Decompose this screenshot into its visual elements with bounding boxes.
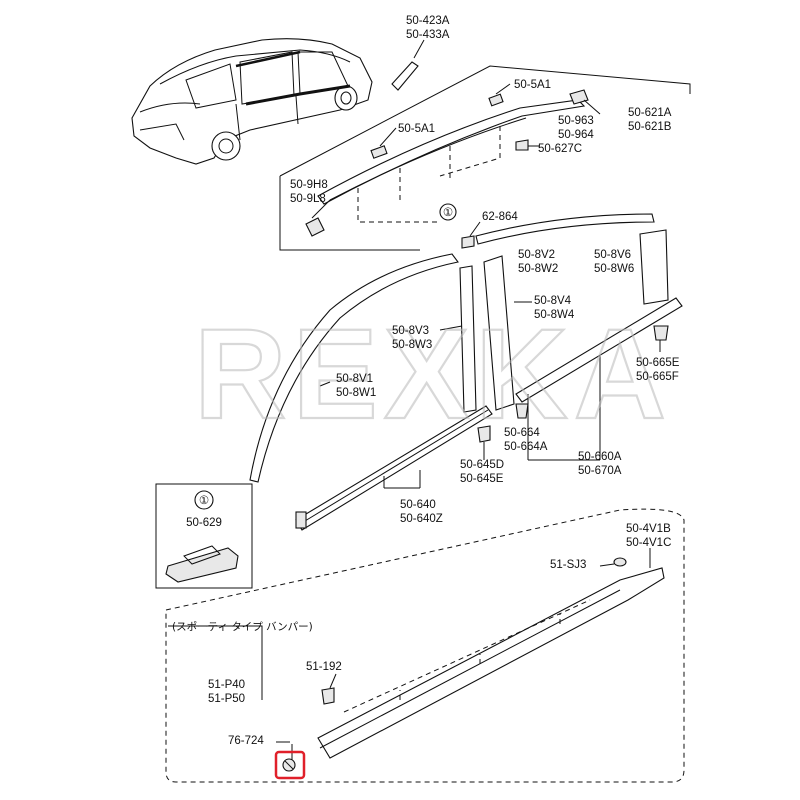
label-50-664: 50-664	[504, 427, 540, 439]
label-50-433a: 50-433A	[406, 29, 450, 41]
label-50-645d: 50-645D	[460, 459, 504, 471]
label-50-660a: 50-660A	[578, 451, 622, 463]
part-76-724-highlight	[274, 750, 306, 780]
label-50-9h8: 50-9H8	[290, 179, 328, 191]
label-50-4v1b: 50-4V1B	[626, 523, 671, 535]
label-51-p40: 51-P40	[208, 679, 245, 691]
callout-1-symbol: ①	[443, 207, 453, 219]
label-76-724: 76-724	[228, 735, 264, 747]
label-50-423a: 50-423A	[406, 15, 450, 27]
label-50-8v2: 50-8V2	[518, 249, 555, 261]
label-50-8w3: 50-8W3	[392, 339, 432, 351]
detail-box-symbol: ①	[199, 495, 209, 507]
label-50-621a: 50-621A	[628, 107, 672, 119]
watermark-text: REXKA	[194, 303, 672, 446]
label-50-665f: 50-665F	[636, 371, 679, 383]
label-50-8v1: 50-8V1	[336, 373, 373, 385]
label-50-627c: 50-627C	[538, 143, 582, 155]
label-50-664a: 50-664A	[504, 441, 548, 453]
label-50-4v1c: 50-4V1C	[626, 537, 671, 549]
label-50-5a1-top: 50-5A1	[514, 79, 551, 91]
label-50-8w2: 50-8W2	[518, 263, 558, 275]
label-50-964: 50-964	[558, 129, 594, 141]
part-50-423a-icon	[391, 61, 419, 91]
car-illustration	[131, 38, 373, 165]
side-sill-panel	[165, 508, 685, 783]
variant-note: (スポーティ タイプ バンパー)	[172, 621, 313, 633]
label-50-8w6: 50-8W6	[594, 263, 634, 275]
label-50-9l8: 50-9L8	[290, 193, 326, 205]
part-62-864-icon	[461, 235, 475, 249]
label-50-8w4: 50-8W4	[534, 309, 575, 321]
window-moldings	[249, 213, 683, 531]
label-50-629: 50-629	[186, 517, 222, 529]
label-50-640: 50-640	[400, 499, 436, 511]
label-50-665e: 50-665E	[636, 357, 680, 369]
label-50-8v3: 50-8V3	[392, 325, 429, 337]
label-50-640z: 50-640Z	[400, 513, 443, 525]
label-50-8v6: 50-8V6	[594, 249, 631, 261]
label-50-8w1: 50-8W1	[336, 387, 376, 399]
label-50-621b: 50-621B	[628, 121, 672, 133]
label-51-p50: 51-P50	[208, 693, 245, 705]
label-51-sj3: 51-SJ3	[550, 559, 586, 571]
label-51-192: 51-192	[306, 661, 342, 673]
label-50-5a1-left: 50-5A1	[398, 123, 435, 135]
label-50-8v4: 50-8V4	[534, 295, 572, 307]
callout-1-icon	[439, 203, 457, 221]
roof-molding-panel	[279, 65, 691, 251]
label-50-645e: 50-645E	[460, 473, 504, 485]
detail-box: ① 50-629	[155, 483, 253, 589]
label-50-670a: 50-670A	[578, 465, 622, 477]
label-62-864: 62-864	[482, 211, 518, 223]
label-50-963: 50-963	[558, 115, 594, 127]
